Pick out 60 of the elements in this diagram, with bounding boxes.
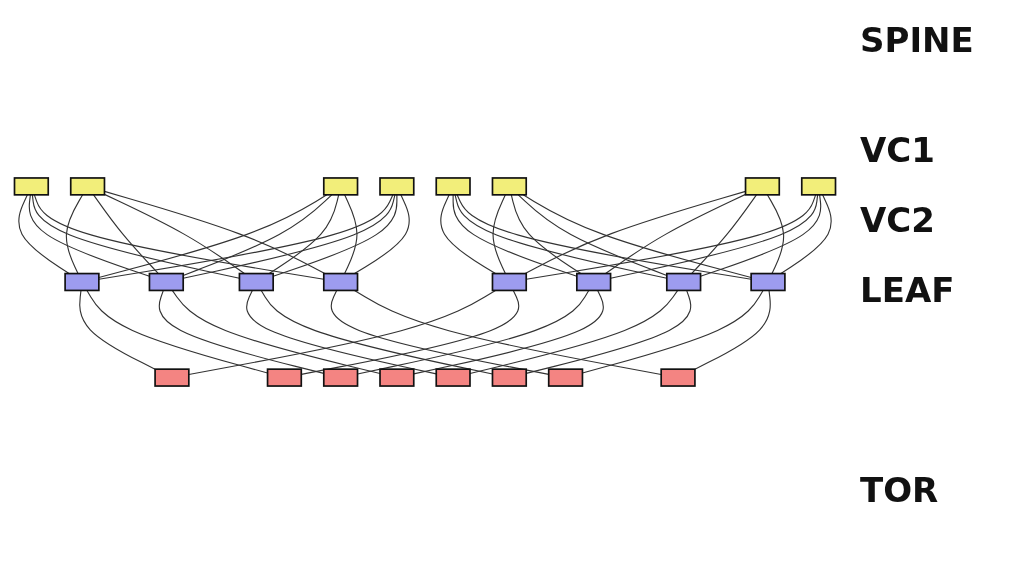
connector xyxy=(79,289,156,370)
node-box xyxy=(491,272,528,292)
connector xyxy=(605,193,747,275)
node-box xyxy=(322,272,359,292)
tier-label: SPINE xyxy=(860,20,974,60)
tier-label: TOR xyxy=(860,470,939,510)
connector xyxy=(246,289,437,375)
node-box xyxy=(148,272,185,292)
node-box xyxy=(238,272,274,292)
connector xyxy=(268,194,340,275)
node-box xyxy=(379,368,415,387)
connector xyxy=(182,194,333,277)
connector xyxy=(610,194,819,279)
connector xyxy=(469,289,679,375)
connector xyxy=(440,194,496,275)
node-box xyxy=(491,177,528,196)
node-box xyxy=(322,368,359,387)
connector xyxy=(510,194,582,275)
node-box xyxy=(744,177,781,196)
connector xyxy=(98,194,394,280)
node-box xyxy=(547,368,584,387)
connector xyxy=(31,194,240,279)
node-box xyxy=(750,272,786,292)
connector xyxy=(182,194,396,279)
node-box xyxy=(660,368,696,387)
node-box xyxy=(379,177,415,196)
connector xyxy=(188,289,496,376)
connector xyxy=(272,194,398,277)
node-box xyxy=(266,368,303,387)
connector xyxy=(171,289,381,375)
tier-label: VC2 xyxy=(860,200,935,240)
connector xyxy=(766,194,785,275)
connector xyxy=(492,194,506,275)
node-box xyxy=(491,368,528,387)
connector xyxy=(780,194,832,275)
connector xyxy=(354,289,662,376)
node-box xyxy=(69,177,106,196)
connector xyxy=(354,194,410,275)
node-box xyxy=(800,177,837,196)
node-box xyxy=(435,177,471,196)
node-box xyxy=(64,272,100,292)
node-box xyxy=(322,177,359,196)
connector xyxy=(691,194,757,275)
node-box xyxy=(13,177,50,196)
tier-label: VC1 xyxy=(860,130,935,170)
connector xyxy=(700,194,822,277)
node-box xyxy=(435,368,471,387)
connector xyxy=(344,194,358,275)
connector xyxy=(103,193,245,275)
connector xyxy=(28,194,150,277)
node-box xyxy=(665,272,702,292)
node-box xyxy=(154,368,190,387)
connector xyxy=(65,194,84,275)
connector xyxy=(694,289,771,370)
connector xyxy=(18,194,70,275)
tier-label: LEAF xyxy=(860,270,955,310)
connector xyxy=(456,194,752,280)
node-box xyxy=(576,272,612,292)
connector xyxy=(413,289,604,375)
connector xyxy=(93,194,159,275)
